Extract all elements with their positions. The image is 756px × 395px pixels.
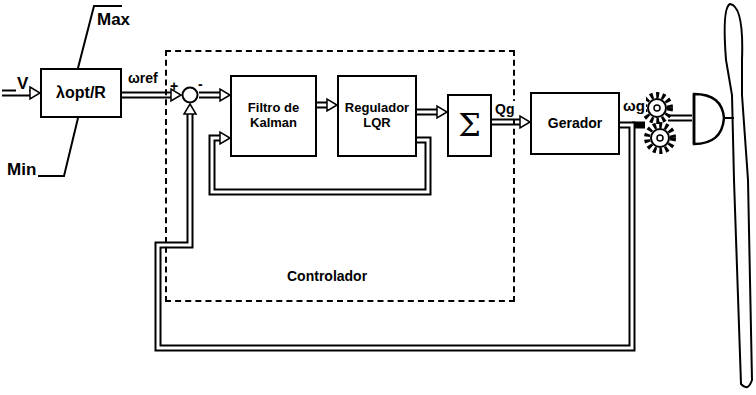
limit-label: Max bbox=[96, 10, 131, 30]
rotor bbox=[694, 4, 752, 387]
signal-arrow bbox=[199, 89, 230, 101]
controller-region: Controlador+-Filtro de KalmanRegulador L… bbox=[165, 50, 515, 302]
sign: - bbox=[198, 76, 203, 92]
junction-circle bbox=[181, 86, 199, 104]
signal-arrow bbox=[317, 99, 337, 111]
box-label: Gerador bbox=[548, 115, 602, 131]
limit-label: Min bbox=[6, 160, 37, 180]
gearbox bbox=[644, 95, 673, 151]
function-box: λopt/R bbox=[40, 68, 122, 118]
signal-name: ωref bbox=[127, 70, 159, 86]
process-box: Filtro de Kalman bbox=[230, 75, 317, 157]
signal-arrow bbox=[417, 106, 447, 118]
signal-name: V bbox=[16, 74, 29, 94]
limit-line bbox=[38, 118, 78, 176]
box-label: Σ bbox=[458, 107, 481, 144]
signal-name: Qg bbox=[494, 101, 515, 117]
region-label: Controlador bbox=[287, 268, 367, 284]
summing-junction: +- bbox=[181, 86, 199, 104]
signal-name: ωg bbox=[622, 97, 646, 114]
signal-arrow bbox=[492, 116, 530, 128]
box-label: Filtro de Kalman bbox=[235, 101, 312, 131]
sign: + bbox=[170, 78, 178, 94]
box-label: Regulador LQR bbox=[342, 101, 412, 131]
sum-box: Σ bbox=[447, 94, 492, 157]
process-box: Regulador LQR bbox=[337, 75, 417, 157]
process-box: Gerador bbox=[530, 92, 620, 155]
box-label: λopt/R bbox=[56, 84, 106, 102]
